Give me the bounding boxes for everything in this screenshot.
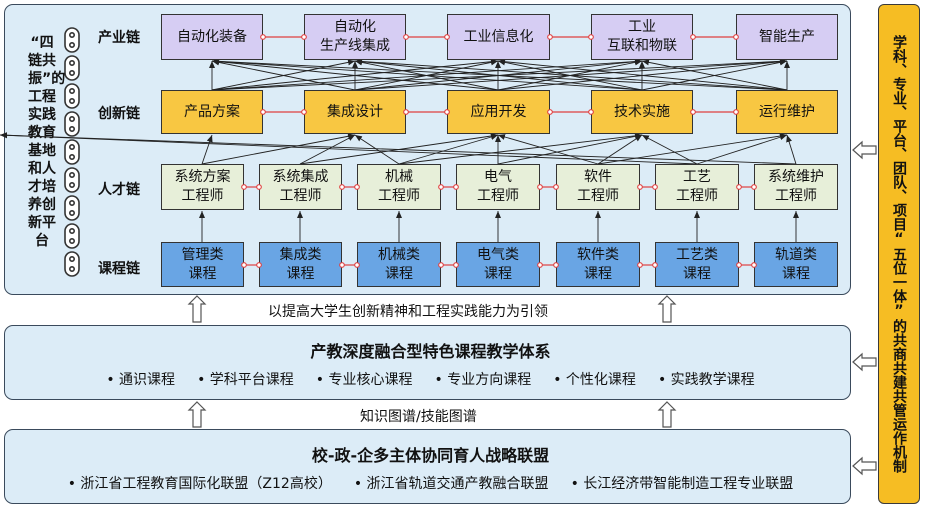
talent-box: 系统维护 工程师 — [754, 164, 838, 210]
hollow-up-arrow-icon — [187, 401, 207, 428]
talent-box: 机械 工程师 — [357, 164, 441, 210]
alliance-item: • 长江经济带智能制造工程专业联盟 — [570, 476, 794, 492]
talent-box: 系统方案 工程师 — [161, 164, 244, 210]
course-type-item: • 专业核心课程 — [315, 372, 413, 388]
course-type-item: • 通识课程 — [106, 372, 176, 388]
row-label-industry: 产业链 — [98, 30, 140, 46]
innovation-box: 运行维护 — [736, 90, 838, 134]
alliance-title: 校-政-企多主体协同育人战略联盟 — [311, 446, 550, 465]
hollow-left-arrow-icon — [852, 352, 877, 372]
row-label-talent: 人才链 — [98, 182, 140, 198]
mechanism-panel: 学科、专业、平台、团队、项目“五位一体”的共商共建共管运作机制 — [878, 4, 920, 504]
alliance-panel: 校-政-企多主体协同育人战略联盟 • 浙江省工程教育国际化联盟（Z12高校） •… — [4, 429, 851, 504]
lead-text: 以提高大学生创新精神和工程实践能力为引领 — [268, 304, 548, 320]
talent-box: 电气 工程师 — [456, 164, 540, 210]
alliance-item: • 浙江省工程教育国际化联盟（Z12高校） — [67, 476, 332, 492]
alliance-items: • 浙江省工程教育国际化联盟（Z12高校） • 浙江省轨道交通产教融合联盟 • … — [5, 473, 856, 493]
hollow-left-arrow-icon — [852, 140, 877, 160]
hollow-left-arrow-icon — [852, 456, 877, 476]
course-system-panel: 产教深度融合型特色课程教学体系 • 通识课程 • 学科平台课程 • 专业核心课程… — [4, 325, 851, 400]
course-box: 机械类 课程 — [357, 242, 441, 287]
course-box: 集成类 课程 — [259, 242, 342, 287]
row-label-innovation: 创新链 — [98, 106, 140, 122]
hollow-up-arrow-icon — [187, 295, 207, 323]
left-vertical-title: “四链共振”的工程实践教育基地和人才培养创新平台 — [28, 35, 66, 249]
course-box: 工艺类 课程 — [655, 242, 739, 287]
course-box: 管理类 课程 — [161, 242, 244, 287]
row-label-course: 课程链 — [98, 261, 140, 277]
industry-box: 智能生产 — [736, 14, 838, 60]
course-box: 电气类 课程 — [456, 242, 540, 287]
map-text: 知识图谱/技能图谱 — [360, 409, 477, 425]
industry-box: 自动化 生产线集成 — [304, 14, 406, 60]
talent-box: 工艺 工程师 — [655, 164, 739, 210]
mechanism-text: 学科、专业、平台、团队、项目“五位一体”的共商共建共管运作机制 — [891, 35, 907, 473]
hollow-up-arrow-icon — [657, 401, 677, 428]
course-system-items: • 通识课程 • 学科平台课程 • 专业核心课程 • 专业方向课程 • 个性化课… — [5, 369, 856, 389]
innovation-box: 技术实施 — [591, 90, 693, 134]
course-type-item: • 专业方向课程 — [434, 372, 532, 388]
industry-box: 自动化装备 — [161, 14, 263, 60]
innovation-box: 集成设计 — [304, 90, 406, 134]
course-box: 轨道类 课程 — [754, 242, 838, 287]
innovation-box: 应用开发 — [447, 90, 550, 134]
talent-box: 系统集成 工程师 — [259, 164, 342, 210]
talent-box: 软件 工程师 — [556, 164, 640, 210]
course-type-item: • 实践教学课程 — [657, 372, 755, 388]
course-system-title: 产教深度融合型特色课程教学体系 — [310, 342, 551, 361]
alliance-item: • 浙江省轨道交通产教融合联盟 — [353, 476, 549, 492]
course-type-item: • 学科平台课程 — [197, 372, 294, 388]
course-type-item: • 个性化课程 — [553, 372, 636, 388]
industry-box: 工业信息化 — [447, 14, 550, 60]
innovation-box: 产品方案 — [161, 90, 263, 134]
course-box: 软件类 课程 — [556, 242, 640, 287]
hollow-up-arrow-icon — [657, 295, 677, 323]
industry-box: 工业 互联和物联 — [591, 14, 693, 60]
